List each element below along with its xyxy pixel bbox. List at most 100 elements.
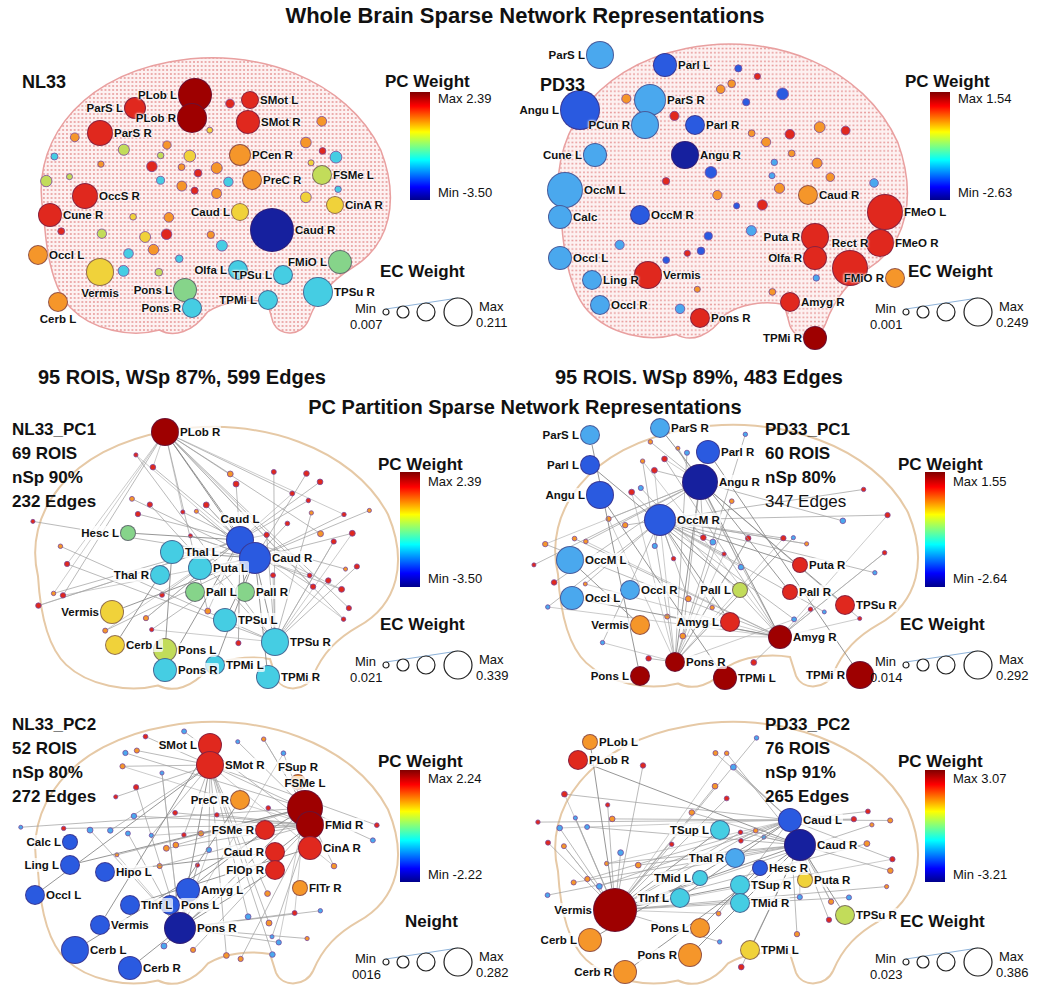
- roi-node: Puta L: [188, 556, 212, 580]
- roi-dot: [680, 633, 686, 639]
- roi-dot: [885, 512, 890, 517]
- edge-line: [136, 534, 226, 540]
- roi-label: FMeO L: [903, 205, 947, 219]
- roi-node: PLob L: [582, 734, 598, 750]
- panel-label: Max: [479, 653, 504, 668]
- roi-node: Pons R: [665, 652, 685, 672]
- network-line: [780, 553, 885, 637]
- roi-dot: [724, 796, 729, 801]
- roi-label: Hesc R: [768, 861, 809, 875]
- roi-dot: [163, 845, 169, 851]
- panel-label: Min: [875, 655, 896, 670]
- roi-dot: [882, 551, 886, 555]
- roi-dot: [276, 940, 281, 945]
- panel-label: Max 2.24: [428, 772, 481, 787]
- roi-dot: [271, 573, 276, 578]
- roi-label: Puta R: [808, 558, 846, 572]
- roi-dot: [804, 542, 808, 546]
- roi-label: TSup R: [750, 878, 792, 892]
- roi-node: Angu L: [586, 481, 614, 509]
- edge-line: [80, 812, 288, 862]
- network-line: [675, 538, 793, 662]
- roi-node: FIOp R: [265, 860, 285, 880]
- roi-dot: [157, 152, 164, 159]
- roi-dot: [561, 844, 566, 849]
- panel-label: 0.007: [350, 318, 383, 333]
- roi-dot: [130, 213, 137, 220]
- panel-label: PD33: [540, 75, 585, 96]
- roi-dot: [622, 94, 631, 103]
- roi-dot: [143, 616, 148, 621]
- roi-node: Vermis: [630, 615, 650, 635]
- roi-label: Pall L: [699, 583, 732, 597]
- roi-dot: [710, 539, 716, 545]
- panel-label: 0.249: [996, 316, 1029, 331]
- roi-label: PLob L: [598, 735, 639, 749]
- panel-label: 0.282: [476, 966, 509, 981]
- roi-dot: [285, 521, 290, 526]
- panel-label: 60 ROIS: [765, 444, 830, 464]
- roi-dot: [309, 511, 313, 515]
- roi-node: Vermis: [90, 915, 110, 935]
- roi-node: Calc: [548, 205, 572, 229]
- roi-dot: [887, 868, 893, 874]
- roi-label: Caud R: [294, 223, 336, 237]
- size-scale: [903, 948, 992, 976]
- roi-node: Vermis: [100, 600, 124, 624]
- roi-dot: [596, 883, 602, 889]
- roi-node: OccM L: [547, 172, 583, 208]
- roi-label: PreC R: [262, 173, 302, 187]
- panel-label: Min -2.64: [953, 572, 1007, 587]
- roi-dot: [271, 469, 276, 474]
- panel-label: Max: [999, 950, 1024, 965]
- roi-node: Pons L: [690, 918, 710, 938]
- roi-node: Angu R: [682, 464, 718, 500]
- panel-label: Max 3.07: [953, 772, 1006, 787]
- roi-node: CinA R: [298, 836, 322, 860]
- roi-node: FSMe R: [255, 820, 275, 840]
- roi-node: Amyg L: [720, 612, 740, 632]
- roi-dot: [190, 947, 195, 952]
- roi-dot: [318, 531, 324, 537]
- roi-dot: [584, 539, 589, 544]
- roi-dot: [735, 65, 742, 72]
- roi-dot: [572, 536, 577, 541]
- roi-node: SMot L: [241, 91, 259, 109]
- roi-label: FSMe L: [284, 776, 327, 790]
- roi-dot: [238, 956, 243, 961]
- roi-dot: [618, 850, 624, 856]
- network-line: [548, 845, 800, 895]
- roi-dot: [374, 823, 379, 828]
- roi-dot: [888, 818, 893, 823]
- roi-node: Caud R: [798, 185, 818, 205]
- roi-node: Cune L: [583, 143, 607, 167]
- color-bar: [400, 472, 420, 587]
- network-line: [615, 753, 727, 910]
- roi-dot: [870, 823, 874, 827]
- roi-dot: [319, 148, 326, 155]
- brain-mesh: [41, 58, 390, 334]
- size-scale: [903, 298, 992, 326]
- roi-label: CinA R: [322, 841, 362, 855]
- network-lines: [21, 432, 893, 967]
- network-line: [146, 540, 240, 618]
- roi-node: Cune R: [38, 203, 62, 227]
- size-scale: [383, 298, 472, 326]
- roi-dot: [864, 841, 870, 847]
- network-line: [675, 538, 748, 662]
- roi-label: Calc: [572, 210, 598, 224]
- panel-label: PC Weight: [898, 455, 983, 475]
- network-line: [675, 501, 732, 662]
- roi-dot: [184, 150, 196, 162]
- network-line: [180, 753, 283, 928]
- roi-label: Caud L: [220, 512, 261, 526]
- roi-label: Pons R: [140, 301, 182, 315]
- panel-label: Max 1.55: [953, 475, 1006, 490]
- roi-label: TPSu R: [333, 285, 376, 299]
- roi-dot: [349, 530, 355, 536]
- roi-dot: [822, 610, 826, 614]
- network-line: [675, 538, 793, 662]
- roi-dot: [728, 80, 736, 88]
- roi-dot: [573, 816, 577, 820]
